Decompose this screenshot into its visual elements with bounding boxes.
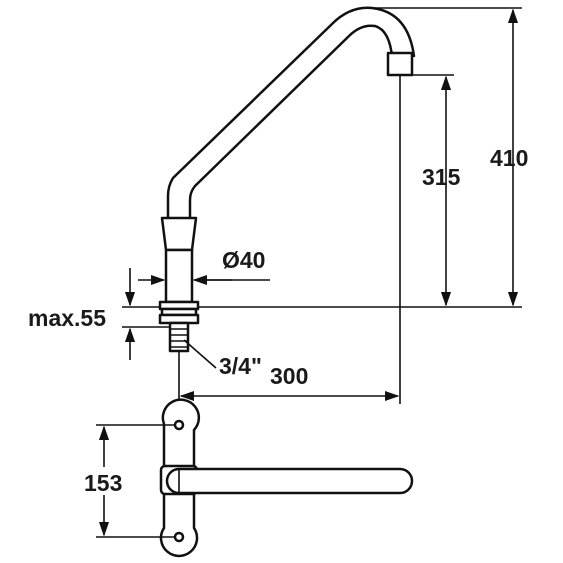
label-153: 153 [84, 470, 122, 496]
dim-spout-height: 315 [412, 74, 461, 307]
faucet-side-view [158, 6, 416, 353]
dim-total-height: 410 [198, 7, 528, 308]
top-spout-arm [165, 467, 414, 495]
label-diameter: Ø40 [222, 247, 265, 273]
label-300: 300 [270, 363, 308, 389]
screw-hole-top [173, 419, 185, 431]
dim-spout-reach: 300 [178, 76, 401, 404]
spout-tube [166, 6, 416, 220]
label-thread: 3/4" [219, 353, 262, 379]
screw-hole-bottom [173, 531, 185, 543]
faucet-body-cone [160, 216, 198, 252]
dim-wall-spacing: 153 [78, 424, 176, 538]
dim-max-thickness: max.55 [28, 268, 170, 360]
thread-callout: 3/4" [183, 339, 262, 379]
faucet-body [164, 248, 194, 304]
spout-tube-inner [188, 24, 394, 220]
label-410: 410 [490, 145, 528, 171]
faucet-top-view [159, 398, 414, 558]
dim-body-diameter: Ø40 [138, 247, 270, 286]
label-315: 315 [422, 164, 461, 190]
label-max55: max.55 [28, 305, 106, 331]
threaded-shank [168, 321, 190, 353]
spout-outlet [386, 51, 414, 77]
